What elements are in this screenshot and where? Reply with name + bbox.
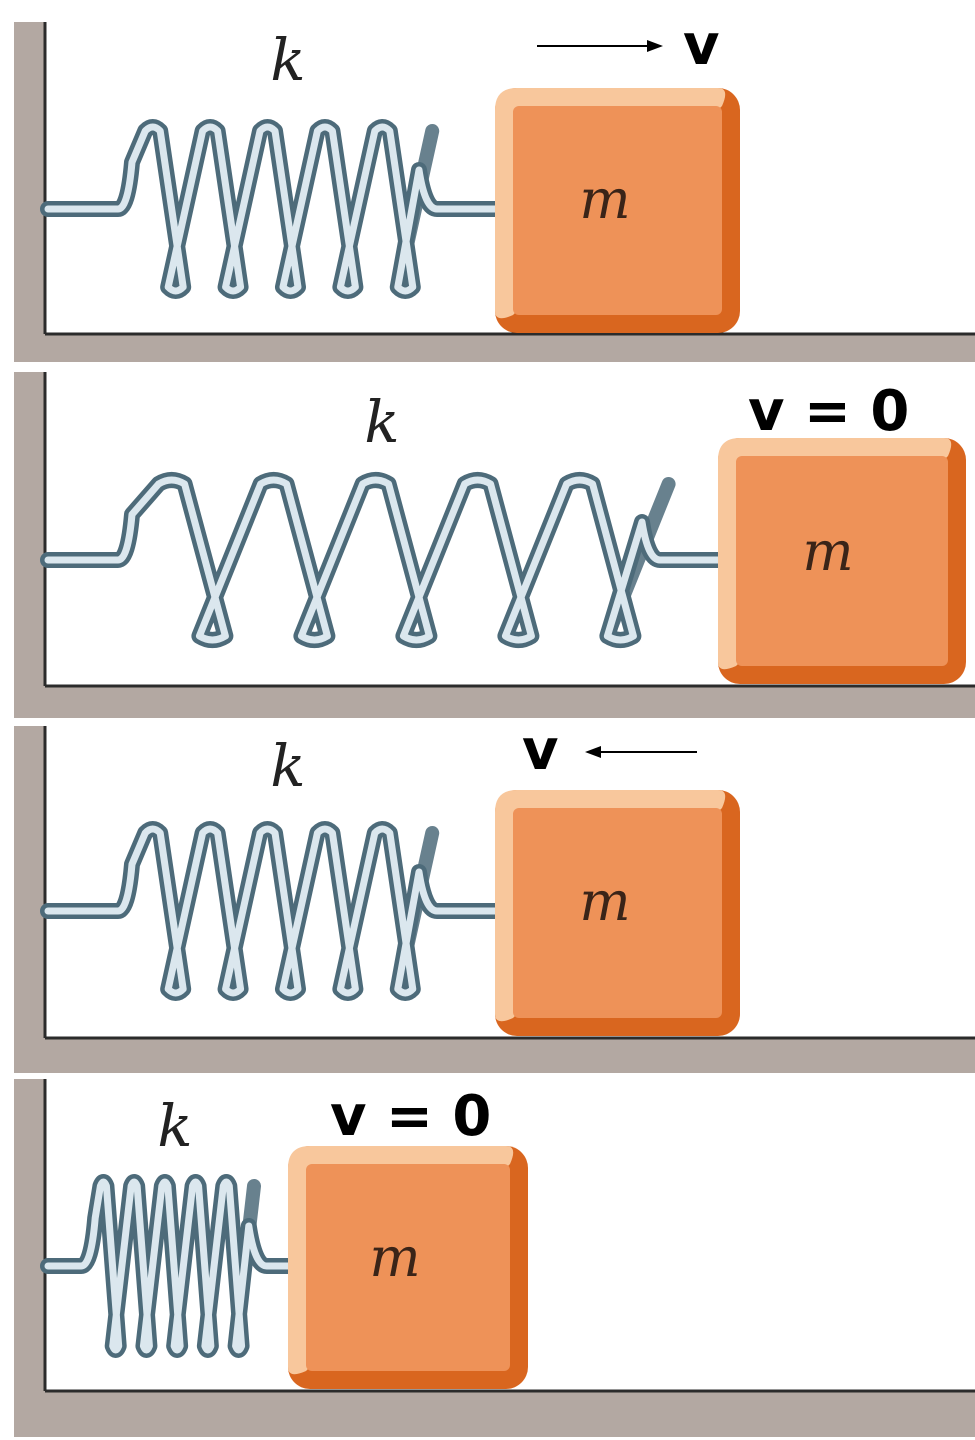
- mass-block: [718, 438, 966, 684]
- block-face: [513, 106, 722, 315]
- spring: [40, 119, 503, 299]
- floor: [14, 334, 975, 362]
- diagram-panel-1: m k v: [0, 0, 975, 362]
- velocity-arrow: [585, 746, 697, 758]
- floor: [14, 1038, 975, 1073]
- diagram-panel-4: m k v = 0: [0, 1073, 975, 1440]
- spring-constant-label: k: [157, 1092, 192, 1160]
- block-face: [306, 1164, 510, 1371]
- spring-highlight: [44, 476, 722, 644]
- spring: [40, 472, 726, 648]
- block-face: [736, 456, 948, 666]
- panel-2-svg: m k v = 0: [14, 372, 975, 718]
- spring: [40, 1174, 296, 1358]
- mass-block: [495, 790, 740, 1036]
- spring-constant-label: k: [270, 732, 305, 800]
- panel-4-svg: m k v = 0: [14, 1079, 975, 1437]
- mass-block: [495, 88, 740, 333]
- mass-label: m: [579, 168, 630, 231]
- wall: [14, 1079, 44, 1437]
- velocity-arrow: [537, 40, 663, 52]
- spring: [40, 821, 503, 1001]
- floor: [14, 686, 975, 718]
- velocity-label: v = 0: [748, 379, 909, 444]
- mass-label: m: [369, 1226, 420, 1289]
- spring-highlight: [44, 123, 499, 295]
- floor: [14, 1391, 975, 1437]
- block-face: [513, 808, 722, 1018]
- diagram-panel-2: m k v = 0: [0, 362, 975, 718]
- mass-label: m: [579, 870, 630, 933]
- velocity-label: v = 0: [330, 1084, 491, 1149]
- velocity-label: v: [522, 718, 559, 783]
- wall: [14, 726, 44, 1073]
- diagram-panel-3: m k v: [0, 718, 975, 1073]
- spring-outline: [40, 472, 726, 648]
- panel-3-svg: m k v: [14, 718, 975, 1073]
- panel-1-svg: m k v: [14, 13, 975, 362]
- velocity-label: v: [683, 13, 720, 78]
- spring-highlight: [44, 825, 499, 997]
- wall: [14, 22, 44, 360]
- spring-constant-label: k: [364, 388, 399, 456]
- spring-constant-label: k: [270, 26, 305, 94]
- mass-block: [288, 1146, 528, 1389]
- spring-highlight: [44, 1178, 292, 1354]
- wall: [14, 372, 44, 718]
- mass-label: m: [802, 520, 853, 583]
